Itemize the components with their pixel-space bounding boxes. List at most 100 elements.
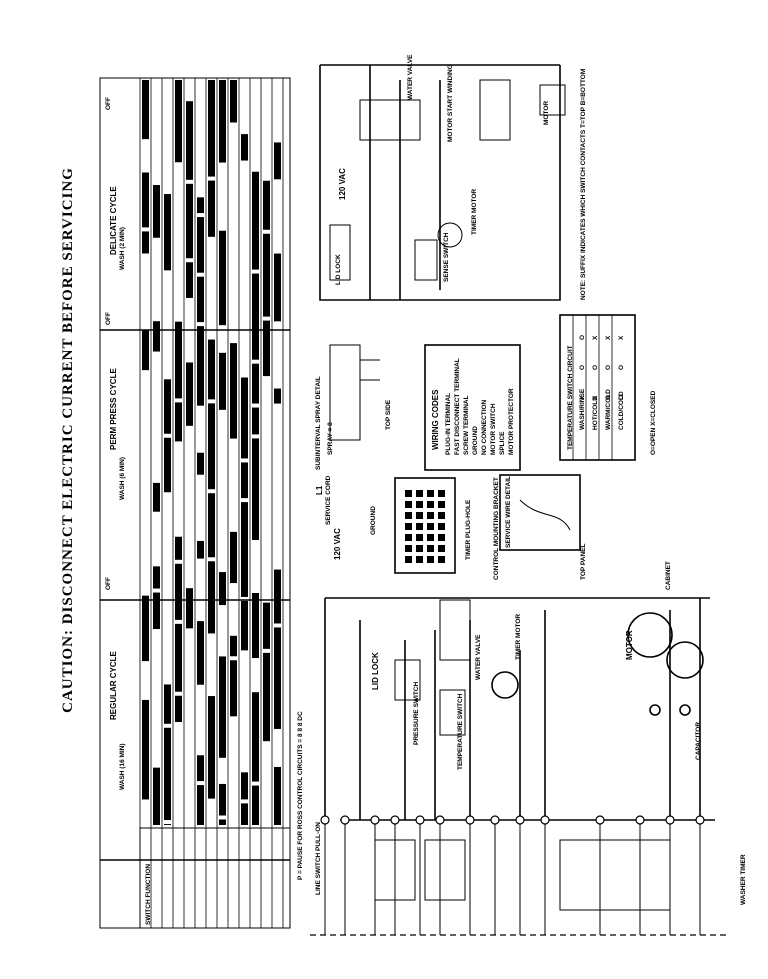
service-wire-detail: SERVICE WIRE DETAIL (499, 474, 581, 551)
terminal-dot (415, 815, 425, 825)
temp-cell-text: X (592, 335, 599, 340)
temp-cell-text: WARM/COLD (605, 389, 612, 430)
chart-bar-segment (219, 572, 226, 606)
lower-timer-motor-label: TIMER MOTOR (515, 614, 522, 660)
chart-bar-segment (197, 217, 204, 273)
spray-title: SUBINTERVAL SPRAY DETAIL (315, 376, 322, 470)
chart-bar-segment (153, 566, 160, 589)
temp-cell: O (618, 395, 625, 400)
chart-bar-segment (241, 377, 248, 459)
temp-cell: WARM/COLD (605, 389, 612, 430)
cycle-label-delicate: DELICATE CYCLE (109, 186, 118, 255)
plug-pin (427, 556, 434, 563)
temp-cell: X (605, 335, 612, 340)
cabinet-label: CABINET (665, 561, 672, 590)
wiring-code-label: NO CONNECTION (481, 399, 488, 455)
sub-label-wash6: WASH (6 MIN) (119, 457, 126, 500)
plug-pin (427, 523, 434, 530)
timer-chart: SWITCH FUNCTION REGULAR CYCLE PERM PRESS… (99, 77, 304, 929)
chart-bar-segment (164, 824, 171, 825)
plug-pin (416, 534, 423, 541)
timer-plug-label: TIMER PLUG-HOLE (465, 499, 472, 560)
chart-bar-segment (197, 326, 204, 406)
chart-bar-segment (252, 438, 259, 540)
chart-bar-segment (142, 699, 149, 800)
temp-switch-title: TEMPERATURE SWITCH CIRCUIT (567, 345, 574, 450)
terminal-dot (665, 815, 675, 825)
chart-bar-segment (208, 403, 215, 490)
chart-bar-segment (153, 767, 160, 825)
wiring-codes-title: WIRING CODES (431, 389, 440, 450)
chart-bar-segment (252, 407, 259, 435)
plug-pin (416, 556, 423, 563)
chart-bars (142, 80, 281, 825)
chart-bar-segment (197, 197, 204, 214)
temp-cell: O (605, 365, 612, 370)
sub-label-wash2: WASH (2 MIN) (119, 227, 126, 270)
plug-pin (438, 545, 445, 552)
chart-bar-segment (230, 343, 237, 439)
chart-bar-segment (197, 755, 204, 782)
chart-bar-segment (186, 588, 193, 629)
plug-pin (438, 523, 445, 530)
off-label-2: OFF (105, 312, 112, 325)
chart-bar-segment (241, 502, 248, 597)
temp-cell-text: O (618, 365, 625, 370)
plug-pin (405, 523, 412, 530)
chart-bar-segment (208, 80, 215, 177)
plug-pin (438, 512, 445, 519)
chart-bar-segment (153, 592, 160, 630)
chart-bar-segment (175, 402, 182, 442)
temp-cell-text: WASH/RINSE (579, 388, 586, 430)
temp-cell: O (605, 395, 612, 400)
terminal-dot (595, 815, 605, 825)
wiring-code-label: MOTOR SWITCH (490, 403, 497, 455)
chart-bar-segment (274, 253, 281, 322)
temp-cell-text: X (605, 335, 612, 340)
top-panel-label: TOP PANEL (580, 543, 587, 580)
chart-bar-segment (241, 134, 248, 161)
wiring-code-item: PLUG-IN TERMINAL (445, 393, 452, 455)
chart-bar-segment (142, 329, 149, 371)
timer-plug-block: TIMER PLUG-HOLE (394, 477, 472, 574)
chart-bar-segment (252, 171, 259, 270)
temp-cell: O (579, 335, 586, 340)
chart-bar-segment (175, 321, 182, 399)
spray-side: TOP SIDE (385, 399, 392, 430)
plug-pin (427, 501, 434, 508)
wiring-code-label: FAST DISCONNECT TERMINAL (454, 358, 461, 455)
lower-water-valve-label: WATER VALVE (475, 634, 482, 680)
chart-bar-segment (186, 183, 193, 259)
service-cord-label: SERVICE CORD (325, 475, 332, 525)
chart-bar-segment (241, 462, 248, 499)
chart-grid (100, 78, 290, 928)
plug-pin (405, 501, 412, 508)
plug-pin (427, 490, 434, 497)
wiring-code-item: GROUND (472, 426, 479, 455)
wiring-code-label: PLUG-IN TERMINAL (445, 393, 452, 455)
sub-label-wash16: WASH (16 MIN) (119, 743, 126, 790)
upper-timer-motor-label: TIMER MOTOR (471, 189, 478, 235)
temp-cell-text: O (618, 395, 625, 400)
terminal-dot (490, 815, 500, 825)
chart-bar-segment (274, 766, 281, 825)
plug-pin (405, 545, 412, 552)
temp-cell: HOT/COLD (592, 396, 599, 430)
cycle-label-perm-press: PERM PRESS CYCLE (109, 368, 118, 450)
chart-bar-segment (186, 101, 193, 180)
wiring-code-item: MOTOR PROTECTOR (508, 388, 515, 455)
temp-cell-text: COLD/COLD (618, 391, 625, 430)
ground-label: GROUND (370, 506, 377, 535)
temp-cell: X (592, 395, 599, 400)
chart-bar-segment (230, 80, 237, 123)
chart-bar-segment (230, 635, 237, 657)
chart-bar-segment (274, 142, 281, 180)
cycle-label-regular: REGULAR CYCLE (109, 650, 118, 720)
chart-bar-segment (197, 540, 204, 559)
upper-water-valve-label: WATER VALVE (407, 54, 414, 100)
chart-bar-segment (208, 180, 215, 237)
plug-pin (438, 501, 445, 508)
